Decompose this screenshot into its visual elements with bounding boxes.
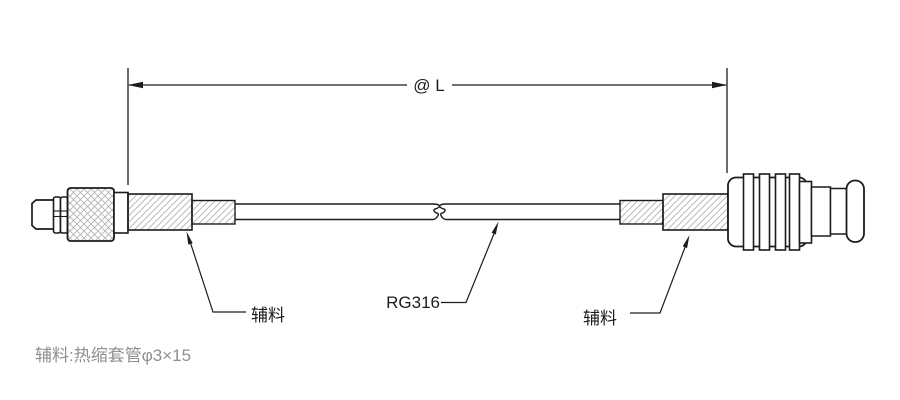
callout-aux-left-leader: [189, 242, 246, 313]
callout-aux-right-leader: [630, 245, 687, 314]
heat-shrink-left-small: [191, 199, 236, 225]
left-connector-collar: [113, 191, 129, 234]
cable: [235, 203, 620, 221]
dim-arrow-right: [712, 81, 727, 89]
note-aux-spec: 辅料:热缩套管φ3×15: [35, 346, 191, 365]
callout-rg316: RG316: [386, 221, 499, 312]
callout-aux-left: 辅料: [186, 231, 285, 325]
heat-shrink-right-small: [619, 199, 664, 225]
right-connector-rib-4: [788, 173, 801, 251]
cable-break-left-squiggle: [432, 203, 441, 221]
right-connector-rib-2: [758, 173, 771, 251]
callout-aux-left-label: 辅料: [251, 306, 285, 325]
callout-rg316-label: RG316: [386, 293, 440, 312]
left-connector-ring-1: [52, 196, 62, 234]
right-connector-neck: [810, 186, 832, 237]
right-connector-end-cap: [845, 179, 865, 243]
heat-shrink-left-large: [127, 193, 193, 231]
heat-shrink-right: [619, 193, 729, 231]
dimension-L: [127, 68, 728, 185]
cable-break-right-squiggle: [438, 203, 447, 221]
callout-aux-left-arrow: [186, 231, 193, 245]
right-connector-rib-1: [742, 173, 755, 251]
dim-arrow-left: [128, 81, 143, 89]
heat-shrink-right-large: [662, 193, 729, 231]
left-connector-tip: [31, 199, 55, 230]
callout-rg316-leader: [441, 232, 496, 304]
callout-aux-right-arrow: [682, 235, 690, 248]
callout-aux-right: 辅料: [583, 235, 690, 328]
callout-aux-right-label: 辅料: [583, 309, 617, 328]
heat-shrink-left: [127, 193, 236, 231]
left-connector-ring-2: [59, 196, 69, 234]
right-connector-flange: [798, 180, 813, 244]
right-connector-rib-3: [774, 173, 787, 251]
left-connector: [31, 187, 129, 242]
right-connector: [727, 173, 865, 251]
dim-label: @ L: [413, 76, 444, 95]
callout-rg316-arrow: [491, 221, 499, 235]
left-connector-knurl-barrel: [66, 187, 115, 242]
